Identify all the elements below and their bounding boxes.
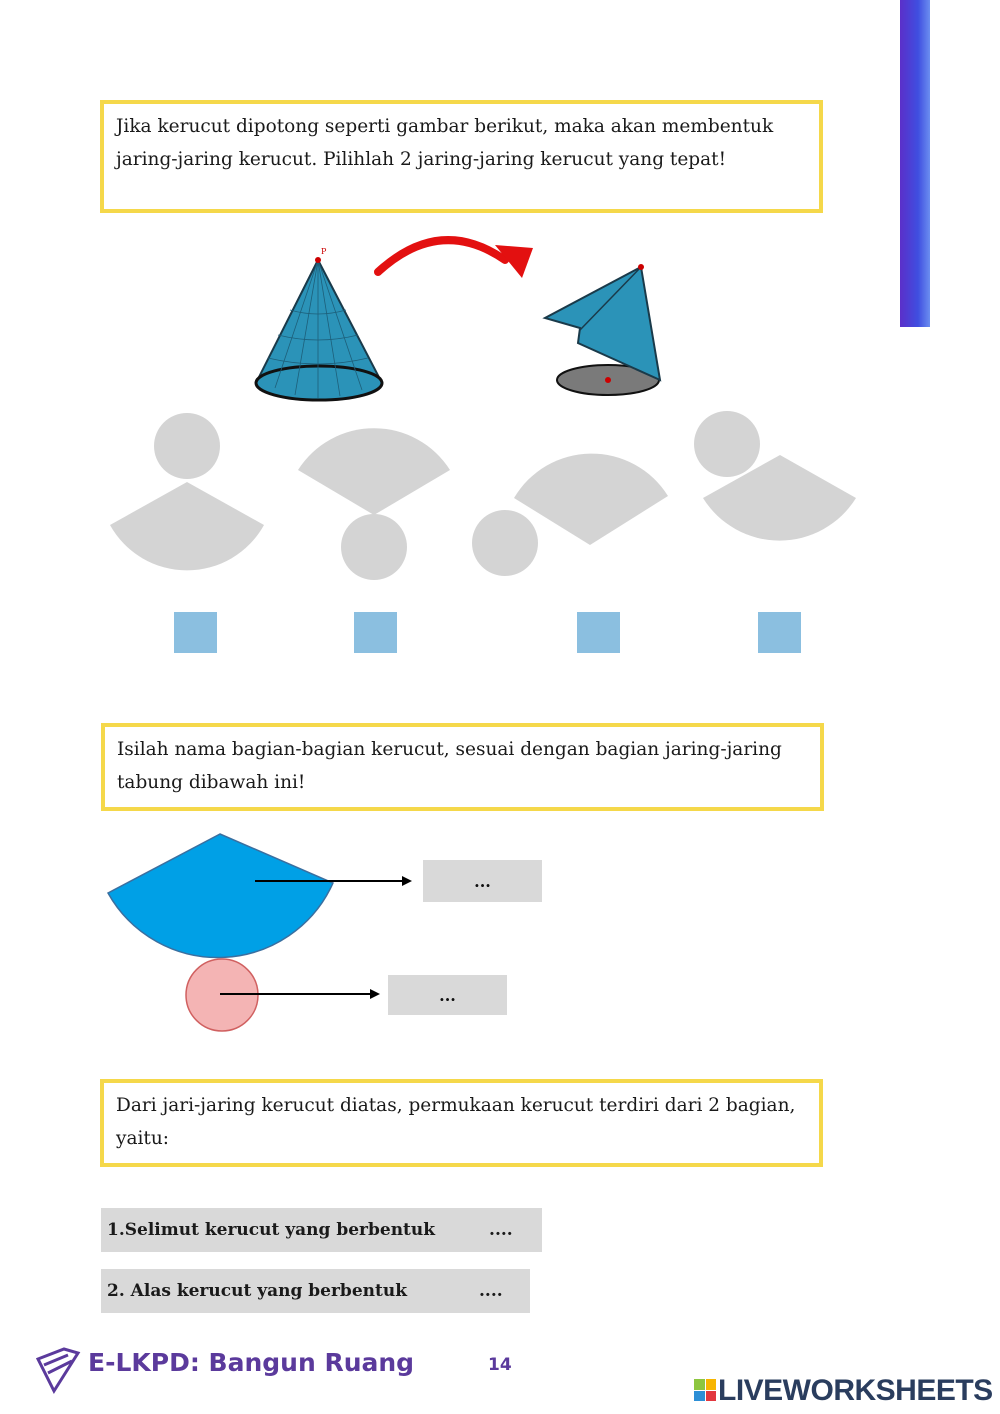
net3-sector bbox=[514, 453, 668, 545]
book-logo-icon bbox=[35, 1347, 81, 1395]
question3-text: Dari jari-jaring kerucut diatas, permuka… bbox=[116, 1095, 796, 1149]
net4-sector bbox=[703, 455, 856, 541]
cone-image: P bbox=[254, 247, 384, 402]
side-accent-bar bbox=[900, 0, 930, 327]
question2-text: Isilah nama bagian-bagian kerucut, sesua… bbox=[117, 739, 782, 793]
red-arrow-head bbox=[495, 245, 533, 278]
question3-box: Dari jari-jaring kerucut diatas, permuka… bbox=[100, 1079, 823, 1167]
net3-circle bbox=[472, 510, 538, 576]
answer-field-lateral[interactable]: ... bbox=[423, 860, 542, 902]
net1-circle bbox=[154, 413, 220, 479]
net2-sector bbox=[298, 428, 450, 515]
liveworksheets-brand: LIVEWORKSHEETS bbox=[718, 1374, 993, 1407]
net2-circle bbox=[341, 514, 407, 580]
liveworksheets-logo-icon bbox=[694, 1379, 716, 1401]
question1-box: Jika kerucut dipotong seperti gambar ber… bbox=[100, 100, 823, 213]
answer-row-2[interactable]: 2. Alas kerucut yang berbentuk .... bbox=[101, 1269, 530, 1313]
svg-text:P: P bbox=[321, 247, 327, 256]
question2-box: Isilah nama bagian-bagian kerucut, sesua… bbox=[101, 723, 824, 811]
cut-cone-image bbox=[542, 264, 662, 396]
answer-row-2-label: 2. Alas kerucut yang berbentuk bbox=[107, 1281, 407, 1301]
answer-row-1[interactable]: 1.Selimut kerucut yang berbentuk .... bbox=[101, 1208, 542, 1252]
net-options bbox=[110, 411, 856, 580]
checkbox-net-1[interactable] bbox=[174, 612, 217, 653]
net4-circle bbox=[694, 411, 760, 477]
red-arrow bbox=[374, 236, 509, 276]
answer-field-base[interactable]: ... bbox=[388, 975, 507, 1015]
answer-row-1-label: 1.Selimut kerucut yang berbentuk bbox=[107, 1220, 436, 1240]
question1-text: Jika kerucut dipotong seperti gambar ber… bbox=[116, 116, 774, 170]
net1-sector bbox=[110, 482, 264, 571]
page-number: 14 bbox=[488, 1355, 512, 1375]
answer-row-1-blank[interactable]: .... bbox=[489, 1220, 513, 1240]
answer-row-2-blank[interactable]: .... bbox=[478, 1281, 503, 1301]
checkbox-net-2[interactable] bbox=[354, 612, 397, 653]
checkbox-net-4[interactable] bbox=[758, 612, 801, 653]
footer-title: E-LKPD: Bangun Ruang bbox=[88, 1348, 415, 1377]
checkbox-net-3[interactable] bbox=[577, 612, 620, 653]
cone-lateral-sector bbox=[106, 833, 334, 959]
